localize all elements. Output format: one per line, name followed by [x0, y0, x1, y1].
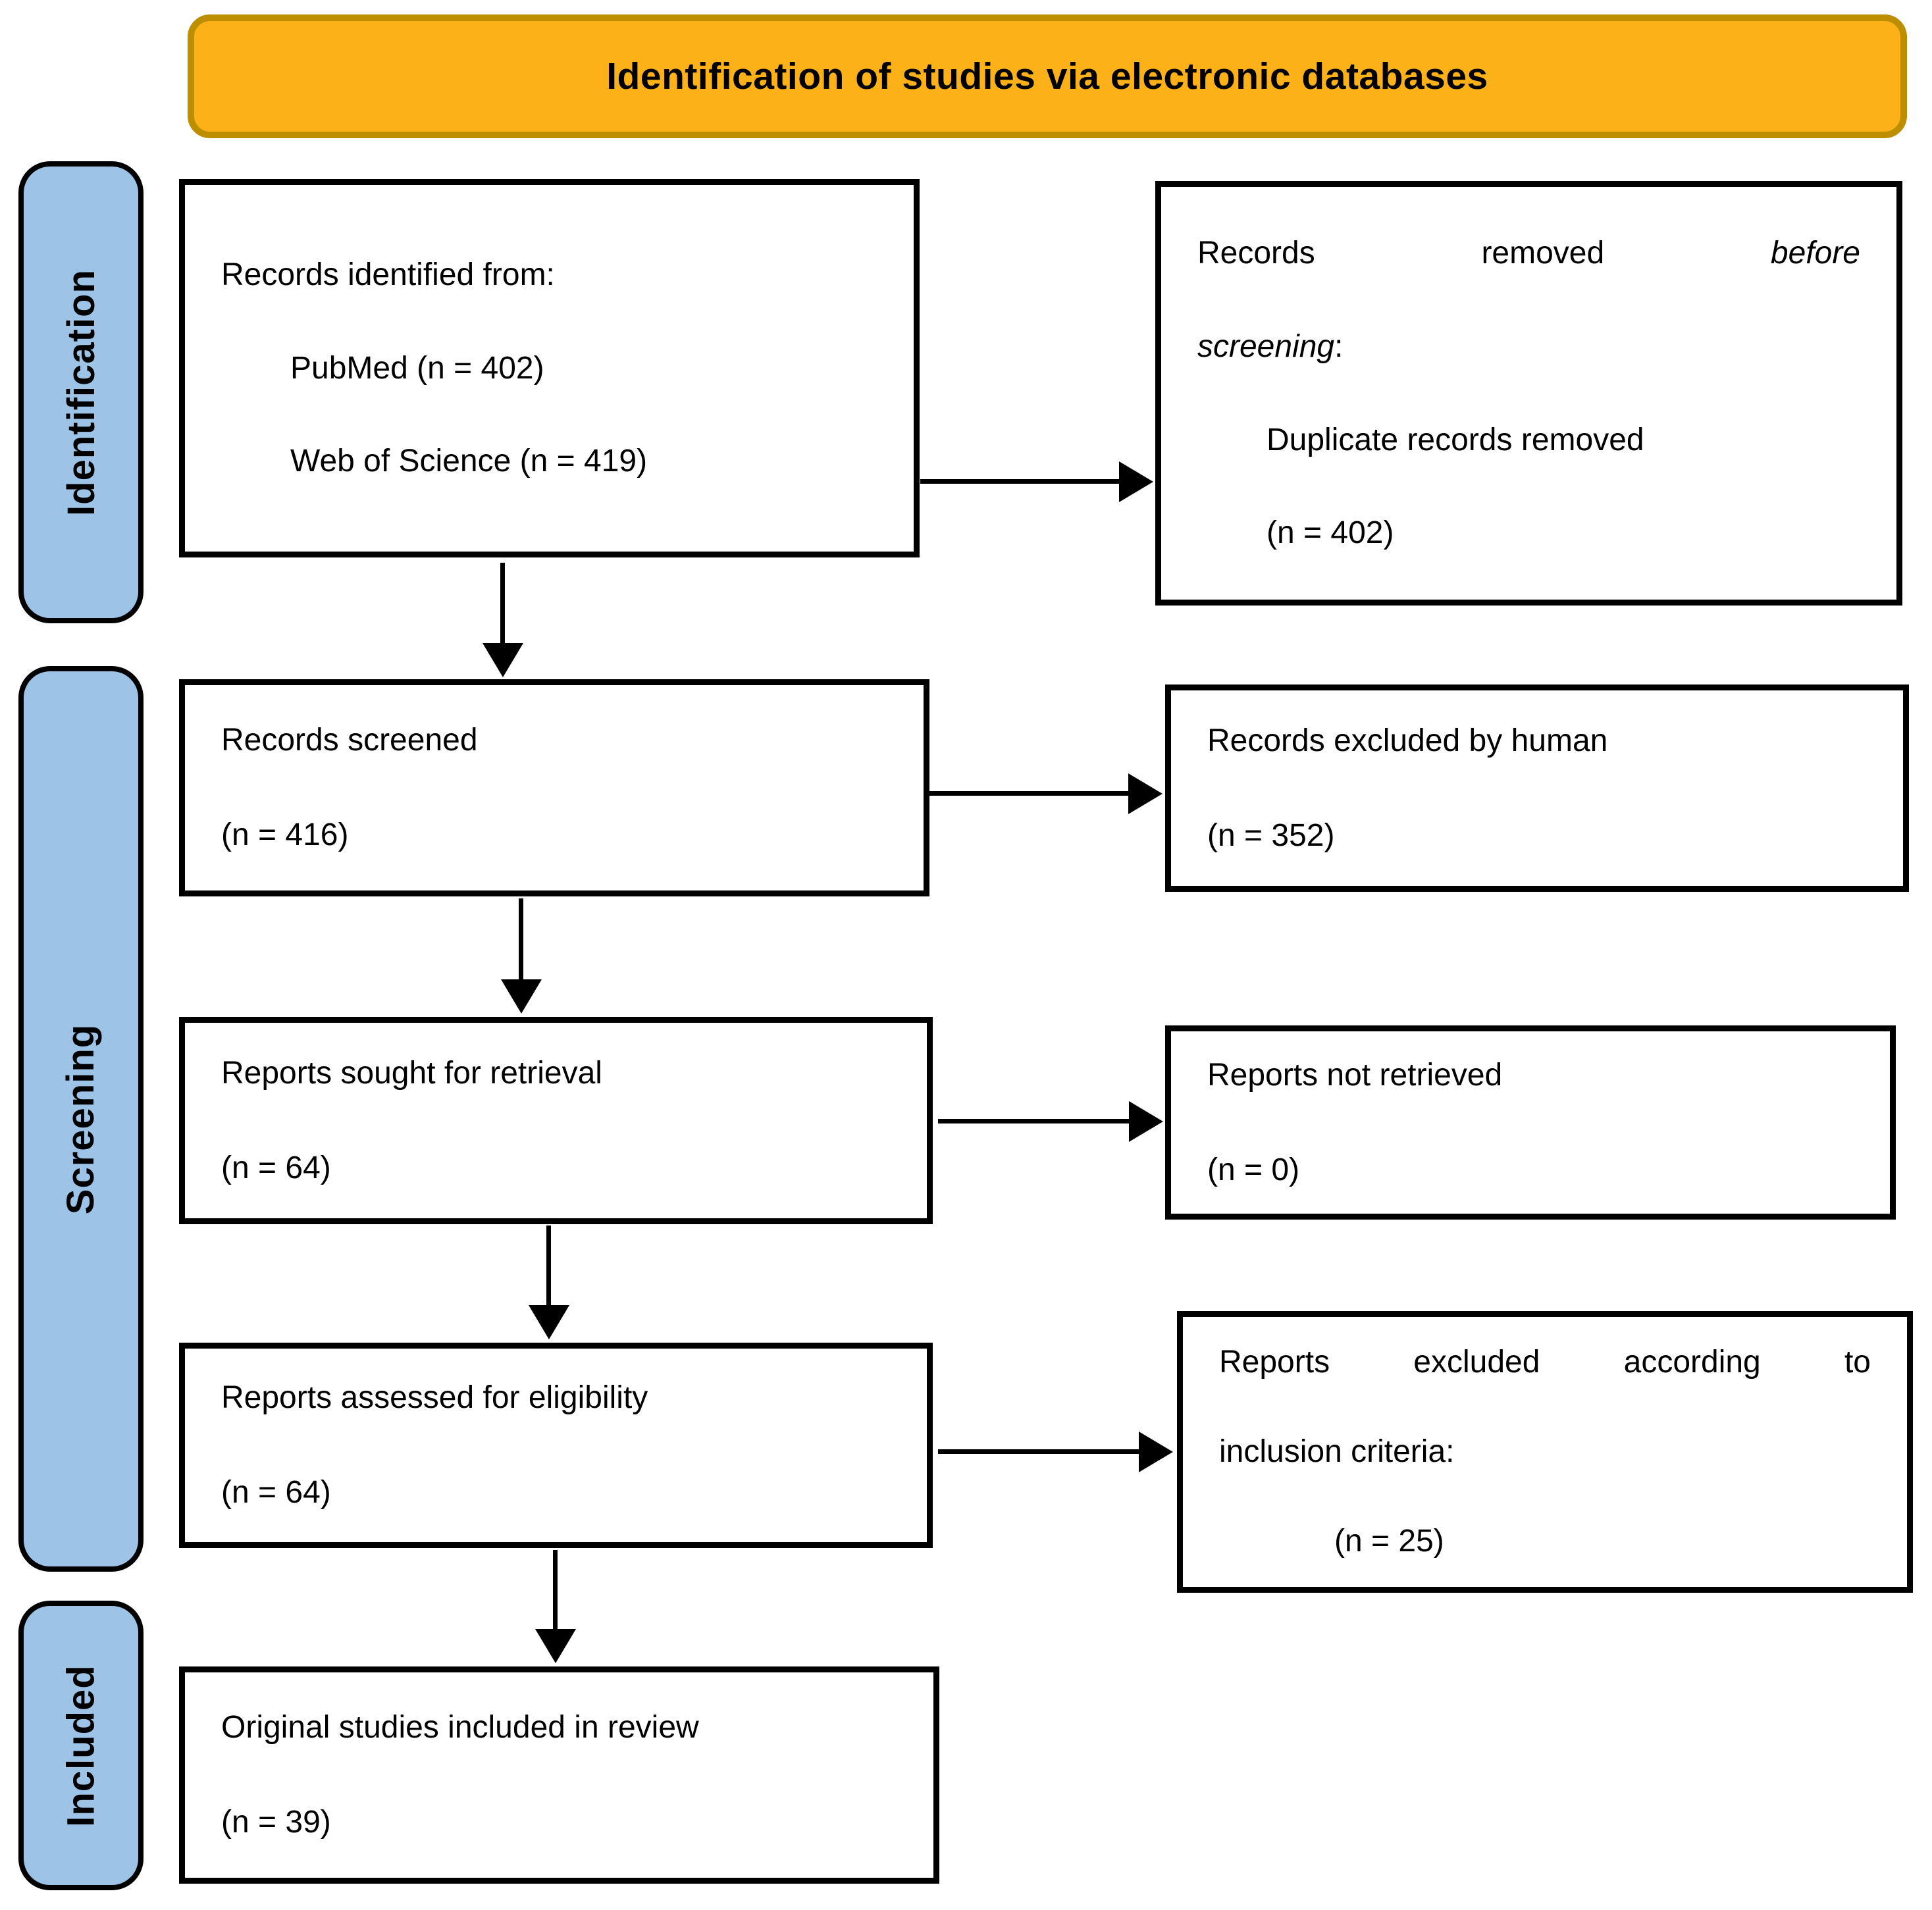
records-removed-word2: removed [1481, 236, 1605, 271]
records-removed-duplicates: Duplicate records removed [1266, 422, 1644, 457]
arrow-screened-to-sought [519, 898, 523, 979]
records-screened-line1: Records screened [221, 723, 478, 758]
reports-exclcrit-word2: excluded [1413, 1345, 1540, 1380]
banner: Identification of studies via electronic… [188, 14, 1907, 138]
reports-exclcrit-line1: Reports excluded according to [1183, 1345, 1907, 1380]
box-reports-not-retrieved: Reports not retrieved (n = 0) [1165, 1025, 1896, 1220]
stage-screening-label: Screening [59, 1023, 103, 1214]
arrow-assessed-to-excluded-criteria [938, 1449, 1139, 1454]
records-excluded-count: (n = 352) [1207, 817, 1335, 853]
arrow-assessed-to-included [553, 1550, 558, 1629]
records-identified-wos: Web of Science (n = 419) [290, 444, 648, 479]
records-removed-colon: : [1334, 328, 1344, 364]
reports-exclcrit-word3: according [1623, 1345, 1761, 1380]
box-studies-included: Original studies included in review (n =… [179, 1666, 939, 1884]
records-removed-screening-italic: screening [1197, 328, 1335, 364]
arrow-sought-to-assessed [546, 1226, 551, 1305]
reports-exclcrit-count: (n = 25) [1334, 1523, 1444, 1559]
records-identified-line1: Records identified from: [221, 257, 555, 292]
box-records-excluded-by-human: Records excluded by human (n = 352) [1165, 684, 1909, 892]
records-excluded-line1: Records excluded by human [1207, 723, 1608, 758]
stage-identification: Identification [18, 161, 144, 623]
box-reports-excluded-criteria: Reports excluded according to inclusion … [1177, 1311, 1913, 1593]
reports-exclcrit-word1: Reports [1219, 1345, 1330, 1380]
arrow-sought-to-not-retrieved [938, 1119, 1129, 1123]
reports-exclcrit-word4: to [1844, 1345, 1871, 1380]
reports-exclcrit-line2: inclusion criteria: [1219, 1434, 1455, 1470]
reports-assessed-line1: Reports assessed for eligibility [221, 1380, 648, 1416]
reports-assessed-count: (n = 64) [221, 1475, 331, 1510]
studies-included-line1: Original studies included in review [221, 1710, 699, 1745]
records-removed-line2: screening: [1161, 329, 1896, 365]
records-screened-count: (n = 416) [221, 817, 349, 852]
box-records-screened: Records screened (n = 416) [179, 679, 929, 896]
box-reports-assessed: Reports assessed for eligibility (n = 64… [179, 1343, 933, 1548]
arrow-identified-to-screened [500, 563, 505, 643]
records-identified-pubmed: PubMed (n = 402) [290, 350, 544, 386]
box-records-identified: Records identified from: PubMed (n = 402… [179, 179, 920, 557]
box-reports-sought: Reports sought for retrieval (n = 64) [179, 1017, 933, 1224]
reports-sought-line1: Reports sought for retrieval [221, 1055, 602, 1091]
stage-included-label: Included [59, 1664, 103, 1827]
reports-notret-count: (n = 0) [1207, 1152, 1300, 1187]
stage-screening: Screening [18, 666, 144, 1572]
box-records-removed-before-screening: Records removed before screening: Duplic… [1155, 181, 1902, 606]
arrow-identified-to-removed [920, 479, 1119, 484]
records-removed-word1: Records [1197, 236, 1315, 271]
studies-included-count: (n = 39) [221, 1805, 331, 1840]
stage-included: Included [18, 1601, 144, 1890]
reports-notret-line1: Reports not retrieved [1207, 1057, 1503, 1093]
stage-identification-label: Identification [59, 269, 103, 516]
records-removed-count: (n = 402) [1266, 515, 1394, 551]
reports-sought-count: (n = 64) [221, 1150, 331, 1185]
banner-title: Identification of studies via electronic… [606, 55, 1488, 97]
records-removed-line1: Records removed before [1161, 236, 1896, 271]
arrow-screened-to-excluded [929, 791, 1128, 796]
records-removed-word3: before [1770, 236, 1860, 271]
